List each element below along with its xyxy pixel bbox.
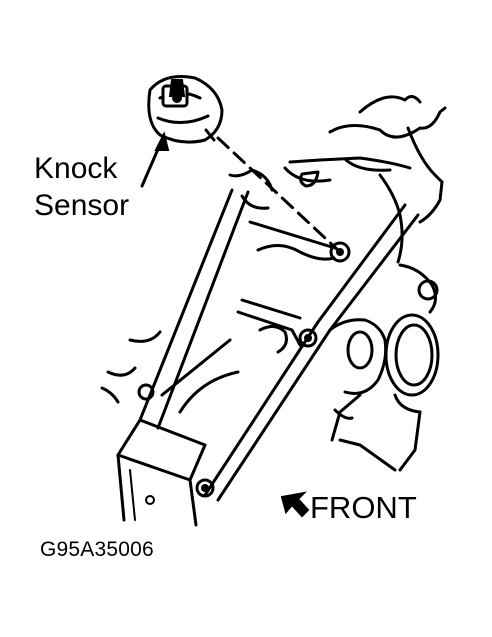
mounting-dash-line [216,136,342,254]
upper-engine-structure [228,95,447,264]
figure-id-label: G95A35006 [40,538,154,561]
knock-sensor [147,75,224,144]
manifold-body [137,188,420,502]
knock-label: Knock [34,152,118,185]
sensor-leader-line [140,131,170,188]
lower-left-block [100,330,207,527]
sensor-label: Sensor [34,189,130,222]
arrow-up-left-icon [280,491,310,518]
front-label: FRONT [310,490,417,525]
right-housing [328,263,440,472]
